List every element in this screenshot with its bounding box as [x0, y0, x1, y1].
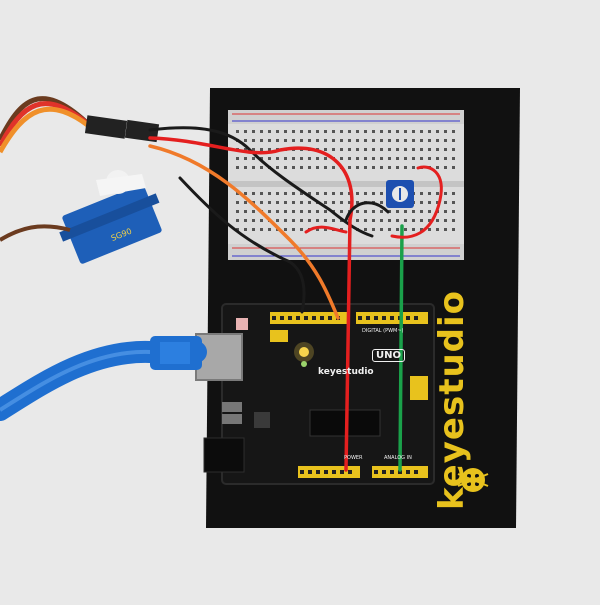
- board-model-label: UNO: [372, 349, 405, 362]
- servo-cable: [0, 96, 96, 242]
- servo-horn: [96, 174, 146, 196]
- board-brand-label: keyestudio: [318, 367, 374, 377]
- board-pins: [272, 316, 418, 474]
- usb-cable: [0, 336, 207, 421]
- potentiometer-icon: [386, 180, 414, 208]
- power-jack: [203, 437, 245, 473]
- bug-logo-icon: [457, 468, 489, 492]
- power-led: [299, 347, 309, 357]
- breadboard: [228, 110, 464, 260]
- board-digital-label: DIGITAL (PWM~): [362, 328, 404, 334]
- jumper-wires: [148, 126, 443, 472]
- plate-brand-logo: keyestudio: [432, 290, 472, 510]
- digital-header-left: [270, 312, 348, 324]
- servo-motor-icon: SG90: [59, 170, 162, 264]
- icsp-header: [410, 376, 428, 400]
- reset-button: [236, 318, 248, 330]
- board-analog-label: ANALOG IN: [384, 455, 412, 461]
- plate-brand-text: keyestudio: [432, 289, 472, 511]
- board-power-label: POWER: [344, 455, 363, 461]
